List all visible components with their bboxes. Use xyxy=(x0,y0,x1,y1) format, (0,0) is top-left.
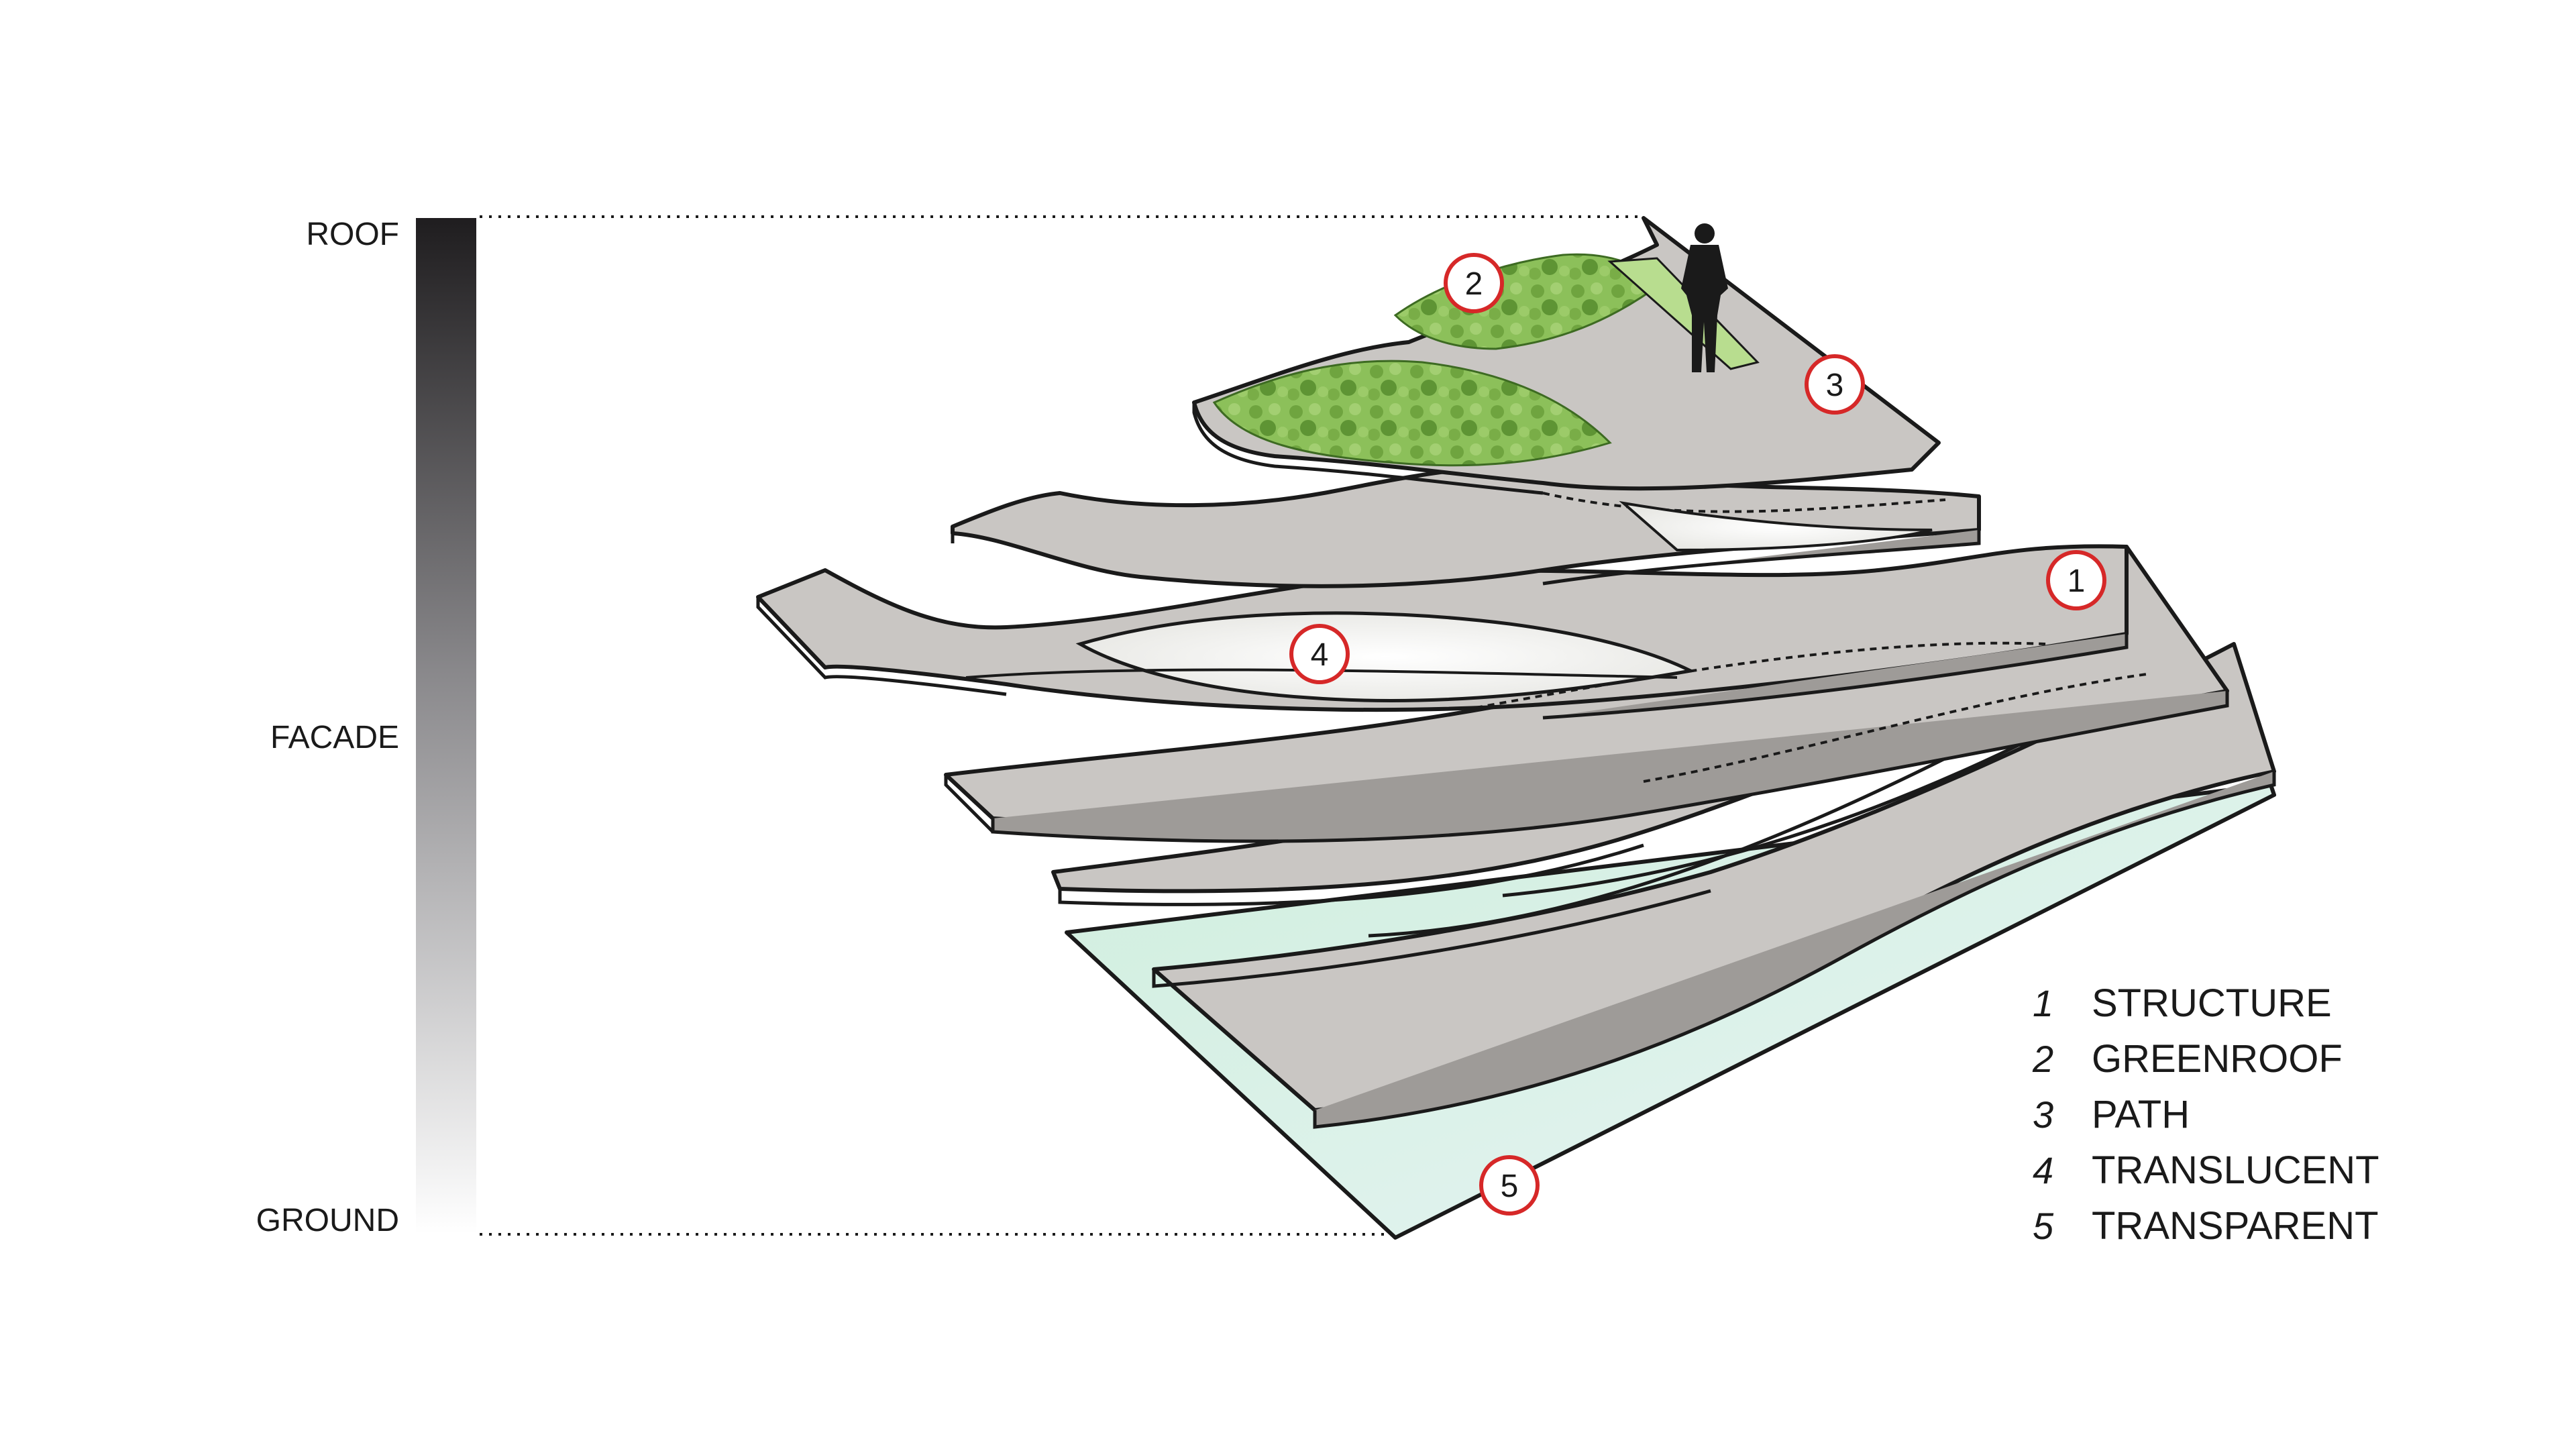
svg-text:5: 5 xyxy=(1501,1169,1519,1204)
legend-label: STRUCTURE xyxy=(2092,981,2332,1025)
svg-text:2: 2 xyxy=(1465,266,1483,302)
legend-label: PATH xyxy=(2092,1093,2190,1136)
callout-3: 3 xyxy=(1807,356,1863,413)
svg-text:3: 3 xyxy=(1826,368,1844,403)
scale-facade-label: FACADE xyxy=(270,720,399,755)
legend-label: TRANSLUCENT xyxy=(2092,1148,2379,1192)
legend-label: GREENROOF xyxy=(2092,1037,2343,1081)
scale-roof-label: ROOF xyxy=(306,217,399,252)
legend-number: 1 xyxy=(2033,982,2053,1024)
callout-5: 5 xyxy=(1481,1157,1538,1214)
height-gradient-bar xyxy=(416,218,476,1234)
legend-number: 4 xyxy=(2033,1149,2053,1191)
legend-number: 2 xyxy=(2032,1038,2053,1080)
callout-1: 1 xyxy=(2048,552,2104,608)
svg-text:4: 4 xyxy=(1311,637,1329,673)
legend-label: TRANSPARENT xyxy=(2092,1204,2379,1248)
scale-ground-label: GROUND xyxy=(256,1203,399,1238)
callout-4: 4 xyxy=(1291,626,1348,682)
legend-number: 3 xyxy=(2033,1093,2053,1136)
callout-2: 2 xyxy=(1446,255,1502,311)
legend-number: 5 xyxy=(2033,1205,2054,1247)
svg-text:1: 1 xyxy=(2068,563,2086,599)
legend: 1 STRUCTURE 2 GREENROOF 3 PATH 4 TRANSLU… xyxy=(2032,981,2379,1248)
